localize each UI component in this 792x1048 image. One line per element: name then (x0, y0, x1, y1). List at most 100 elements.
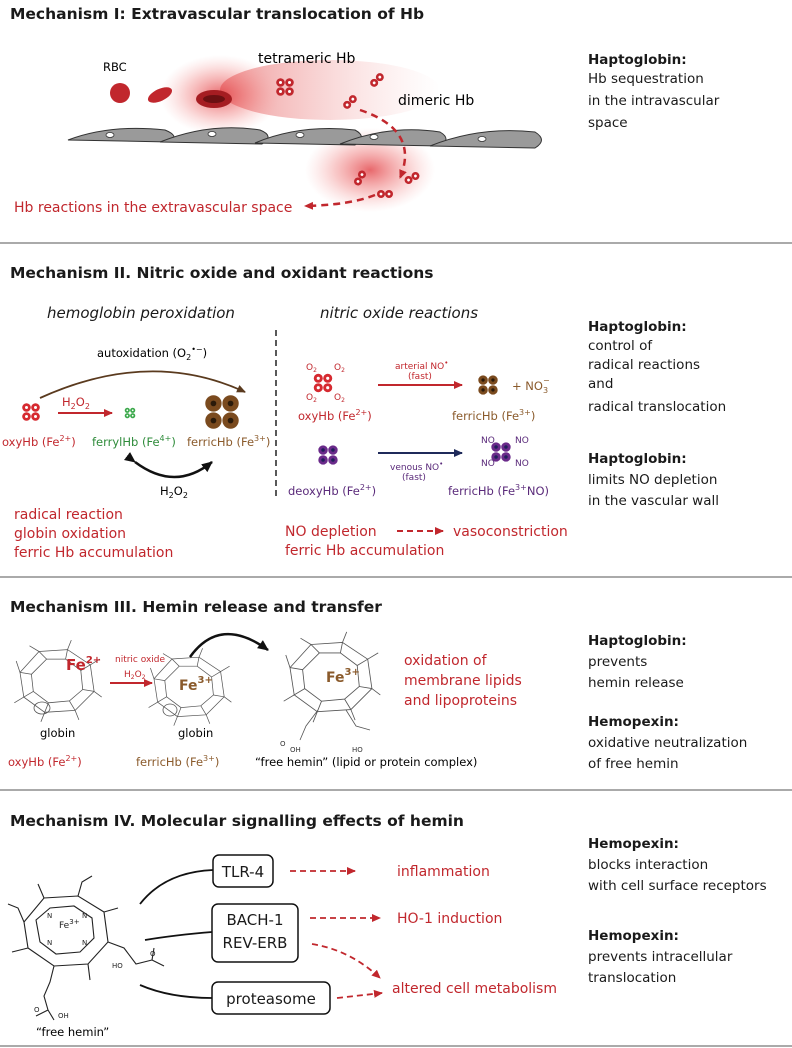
side-4b-line: translocation (588, 970, 676, 986)
side-3b-line: of free hemin (588, 756, 679, 772)
fe3-label: Fe3+ (179, 675, 213, 694)
o2-label: O2 (306, 393, 317, 404)
o2-label: O2 (334, 363, 345, 374)
oxidation-outcome: oxidation of (404, 653, 488, 669)
side-4b-heading: Hemopexin: (588, 928, 679, 944)
globin-label: globin (178, 726, 213, 740)
oxyhb-label: oxyHb (Fe2+) (298, 408, 372, 423)
hemin-release-arrow (188, 632, 269, 658)
cooh-label: OH (290, 746, 301, 754)
rbc-label: RBC (103, 60, 127, 74)
ferrichb-no-icon (491, 442, 511, 462)
ferrylhb-label: ferrylHb (Fe4+) (92, 434, 176, 449)
oxyhb-label: oxyHb (Fe2+) (8, 754, 82, 769)
oxidation-outcome: and lipoproteins (404, 693, 517, 709)
ferrichb-label: ferricHb (Fe3+) (187, 434, 270, 449)
tlr4-box: TLR-4 (212, 854, 274, 888)
side-2b-line: limits NO depletion (588, 472, 717, 488)
peroxidation-note: radical reaction (14, 507, 123, 523)
section-3-title: Mechanism III. Hemin release and transfe… (10, 598, 382, 616)
bach1-label: BACH-1 (227, 911, 284, 929)
section-1-title: Mechanism I: Extravascular translocation… (10, 5, 424, 23)
no-label: NO (515, 436, 529, 446)
autoxidation-arrow (39, 370, 246, 399)
section-2-title: Mechanism II. Nitric oxide and oxidant r… (10, 264, 434, 282)
oxyhb-icon (22, 403, 40, 421)
section-1-illustration (67, 55, 542, 212)
side-1-heading: Haptoglobin: (588, 52, 687, 68)
free-hemin-label: “free hemin” (lipid or protein complex) (255, 755, 477, 769)
venous-no-label: venous NO• (390, 460, 443, 473)
side-2a-line: and (588, 376, 613, 392)
side-2b-line: in the vascular wall (588, 493, 719, 509)
no-label: NO (515, 459, 529, 469)
oh-label: OH (58, 1012, 69, 1020)
n-label: N (47, 912, 52, 920)
oxyhb-heme-structure (13, 639, 103, 723)
side-2a-line: radical translocation (588, 399, 726, 415)
side-3a-line: prevents (588, 654, 647, 670)
redox-cycle-arrow (123, 452, 213, 479)
side-4a-line: blocks interaction (588, 857, 708, 873)
h2o2-cycle-label: H2O2 (160, 484, 188, 500)
h2o2-label: H2O2 (62, 395, 90, 411)
fe3-label: Fe3+ (59, 918, 80, 931)
connector (139, 984, 213, 999)
o2-label: O2 (334, 393, 345, 404)
arterial-no-label: arterial NO• (395, 359, 448, 372)
oxyhb-icon (313, 373, 333, 393)
bach1-reverb-box: BACH-1 REV-ERB (211, 903, 299, 963)
side-3a-line: hemin release (588, 675, 684, 691)
n-label: N (82, 912, 87, 920)
side-4b-line: prevents intracellular (588, 949, 733, 965)
metabolism-label: altered cell metabolism (392, 981, 557, 997)
tetrameric-hb-label: tetrameric Hb (258, 51, 355, 67)
no-note: NO depletion (285, 524, 377, 540)
vasoconstriction-label: vasoconstriction (453, 524, 568, 540)
ferrichb-icon (205, 395, 239, 429)
side-2a-line: control of (588, 338, 653, 354)
globin-label: globin (40, 726, 75, 740)
ferrylhb-icon (124, 407, 136, 419)
translocation-arrow (359, 108, 407, 179)
fast-label: (fast) (402, 473, 426, 483)
free-hemin-structure (7, 875, 165, 1021)
peroxidation-subtitle: hemoglobin peroxidation (47, 304, 235, 322)
n-label: N (82, 939, 87, 947)
ferrichb-icon (478, 375, 498, 395)
side-2a-line: radical reactions (588, 357, 700, 373)
oh-label: HO (112, 962, 123, 970)
endothelial-layer (67, 127, 542, 149)
section-4-title: Mechanism IV. Molecular signalling effec… (10, 812, 464, 830)
peroxidation-note: ferric Hb accumulation (14, 545, 173, 561)
no-note: ferric Hb accumulation (285, 543, 444, 559)
h2o2-label: H2O2 (124, 670, 146, 681)
ferrichb-label: ferricHb (Fe3+) (452, 408, 535, 423)
side-3b-line: oxidative neutralization (588, 735, 747, 751)
oh-label: O (34, 1006, 40, 1014)
peroxidation-note: globin oxidation (14, 526, 126, 542)
connector (139, 869, 214, 905)
side-3a-heading: Haptoglobin: (588, 633, 687, 649)
extravascular-arrow (304, 193, 376, 210)
no-reactions-subtitle: nitric oxide reactions (320, 304, 478, 322)
reverb-label: REV-ERB (223, 934, 288, 952)
dimeric-hb-label: dimeric Hb (398, 93, 474, 109)
side-1-line: in the intravascular (588, 93, 720, 109)
ferrichb-no-label: ferricHb (Fe3+NO) (448, 483, 549, 498)
side-2a-heading: Haptoglobin: (588, 319, 687, 335)
no-label: NO (481, 459, 495, 469)
metabolism-arrow-1 (311, 943, 381, 979)
autoxidation-label: autoxidation (O2•−) (97, 345, 207, 362)
no-label: NO (481, 436, 495, 446)
side-3b-heading: Hemopexin: (588, 714, 679, 730)
side-2b-heading: Haptoglobin: (588, 451, 687, 467)
free-hemin-label: “free hemin” (36, 1025, 109, 1039)
connector (144, 931, 213, 941)
deoxyhb-icon (318, 445, 338, 465)
nitrate-label: + NO3− (512, 376, 550, 395)
rbc-cell-side (147, 87, 173, 103)
fe2-label: Fe2+ (66, 655, 101, 674)
fast-label: (fast) (408, 372, 432, 382)
